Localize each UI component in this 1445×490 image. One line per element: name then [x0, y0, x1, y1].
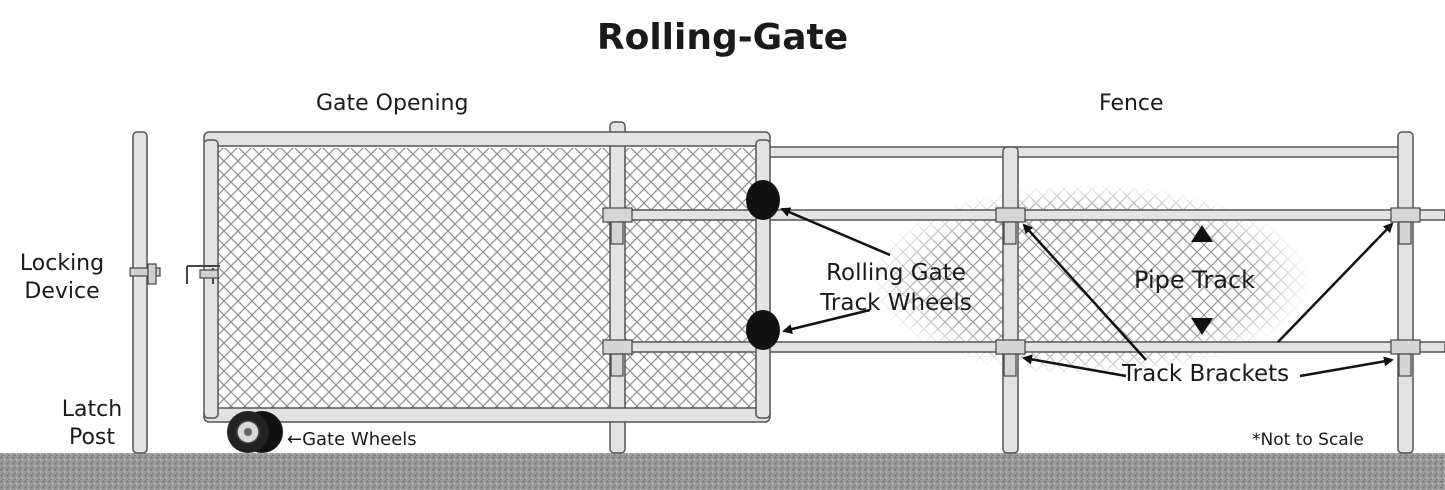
locking-device-label-line2: Device — [24, 279, 100, 304]
track-wheels-label: Rolling Gate Track Wheels — [806, 258, 986, 318]
track-bracket — [1390, 207, 1421, 245]
gate-mesh — [218, 148, 758, 410]
latch-post-label-line1: Latch — [61, 397, 123, 422]
gate-wheels-label: ←Gate Wheels — [287, 429, 417, 450]
pipe-track-upper — [611, 209, 1445, 221]
track-bracket — [602, 339, 633, 377]
pipe-track-up-marker — [1191, 225, 1213, 242]
gate-opening-label: Gate Opening — [316, 91, 469, 116]
pipe-track-lower — [611, 341, 1445, 353]
page-title: Rolling-Gate — [596, 17, 849, 58]
locking-device-label-line1: Locking — [19, 251, 105, 276]
fence-post-end — [1397, 131, 1414, 454]
track-brackets-label: Track Brackets — [1122, 361, 1290, 387]
pipe-track-down-marker — [1191, 318, 1213, 335]
fence-post-middle — [1002, 146, 1019, 454]
locking-device-label: Locking Device — [12, 250, 112, 306]
track-bracket — [602, 207, 633, 245]
callout-arrows — [780, 207, 1394, 378]
fence-top-rail — [767, 146, 1401, 158]
not-to-scale-note: *Not to Scale — [1252, 430, 1364, 450]
ground — [0, 453, 1445, 490]
track-bracket — [995, 207, 1026, 245]
latch-post — [132, 131, 148, 454]
latch-post-label-line2: Post — [68, 425, 116, 450]
track-bracket — [1390, 339, 1421, 377]
locking-device — [129, 263, 220, 285]
track-wheel-lower — [746, 310, 780, 350]
track-wheels-label-line2: Track Wheels — [820, 290, 972, 316]
latch-post-label: Latch Post — [42, 396, 142, 452]
gate-wheels — [227, 411, 283, 453]
gate-post — [609, 121, 626, 454]
track-bracket — [995, 339, 1026, 377]
track-wheel-upper — [746, 180, 780, 220]
track-wheels-label-line1: Rolling Gate — [826, 260, 966, 286]
fence-label: Fence — [1099, 91, 1164, 116]
pipe-track-label: Pipe Track — [1134, 266, 1256, 294]
